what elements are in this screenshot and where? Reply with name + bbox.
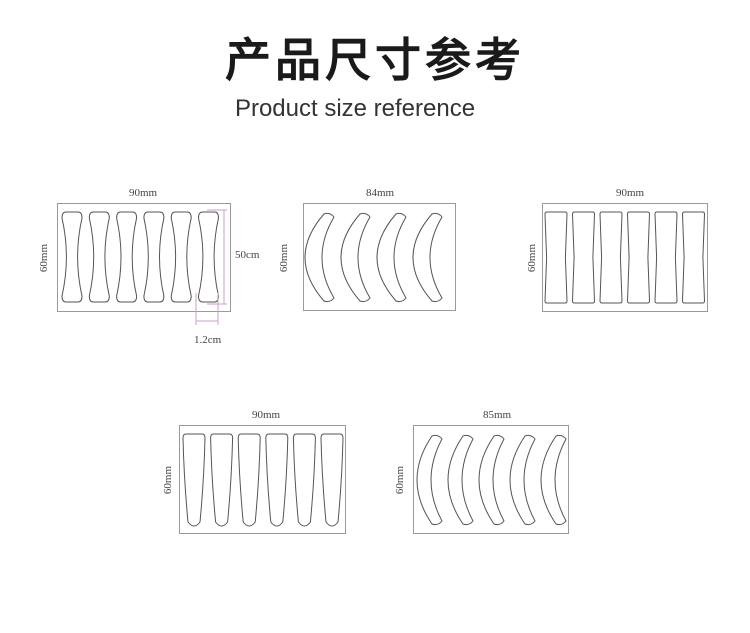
tapered-pad	[292, 433, 316, 527]
page-subtitle: Product size reference	[234, 95, 476, 122]
crescent-pad	[478, 434, 505, 526]
panel-3-width-label: 90mm	[615, 187, 645, 199]
panel-4-width-label: 90mm	[251, 409, 281, 421]
crescent-pad	[416, 434, 443, 526]
page-title: 产品尺寸参考	[225, 33, 525, 87]
crescent-pad	[376, 212, 407, 303]
crescent-pad	[509, 434, 536, 526]
crescent-pad	[447, 434, 474, 526]
panel-4-diagram	[179, 425, 346, 534]
strip-pad	[571, 211, 596, 304]
strip-pad	[599, 211, 623, 304]
tapered-pad	[210, 433, 234, 527]
panel-3-height-label: 60mm	[526, 243, 538, 273]
crescent-pad	[412, 212, 443, 303]
panel-1-height-label: 60mm	[38, 243, 50, 273]
panel-4-height-label: 60mm	[162, 465, 174, 495]
tapered-pad	[265, 433, 289, 527]
strip-pad	[654, 211, 678, 304]
panel-4-frame	[179, 425, 346, 534]
pad-width-callout: 1.2cm	[194, 334, 222, 346]
strip-pad	[681, 211, 706, 304]
crescent-pad	[304, 212, 335, 303]
tapered-pad	[320, 433, 344, 527]
strip-pad	[544, 211, 568, 304]
panel-3-frame	[542, 203, 708, 312]
bone-pad	[170, 211, 192, 303]
crescent-pad	[540, 434, 567, 526]
panel-2-diagram	[303, 203, 456, 311]
panel-2-width-label: 84mm	[365, 187, 395, 199]
panel-5-width-label: 85mm	[482, 409, 512, 421]
strip-pad	[626, 211, 651, 304]
crescent-pad	[340, 212, 371, 303]
panel-2-height-label: 60mm	[278, 243, 290, 273]
pad-height-callout: 50cm	[235, 249, 260, 261]
panel-5-height-label: 60mm	[394, 465, 406, 495]
tapered-pad	[182, 433, 206, 527]
panel-3-diagram	[542, 203, 708, 312]
panel-1-width-label: 90mm	[128, 187, 158, 199]
tapered-pad	[237, 433, 261, 527]
panel-1-diagram	[57, 203, 231, 325]
bone-pad	[88, 211, 110, 303]
bone-pad	[116, 211, 138, 303]
panel-5-diagram	[413, 425, 569, 534]
bone-pad	[143, 211, 165, 303]
bone-pad	[197, 211, 220, 303]
bone-pad	[61, 211, 83, 303]
